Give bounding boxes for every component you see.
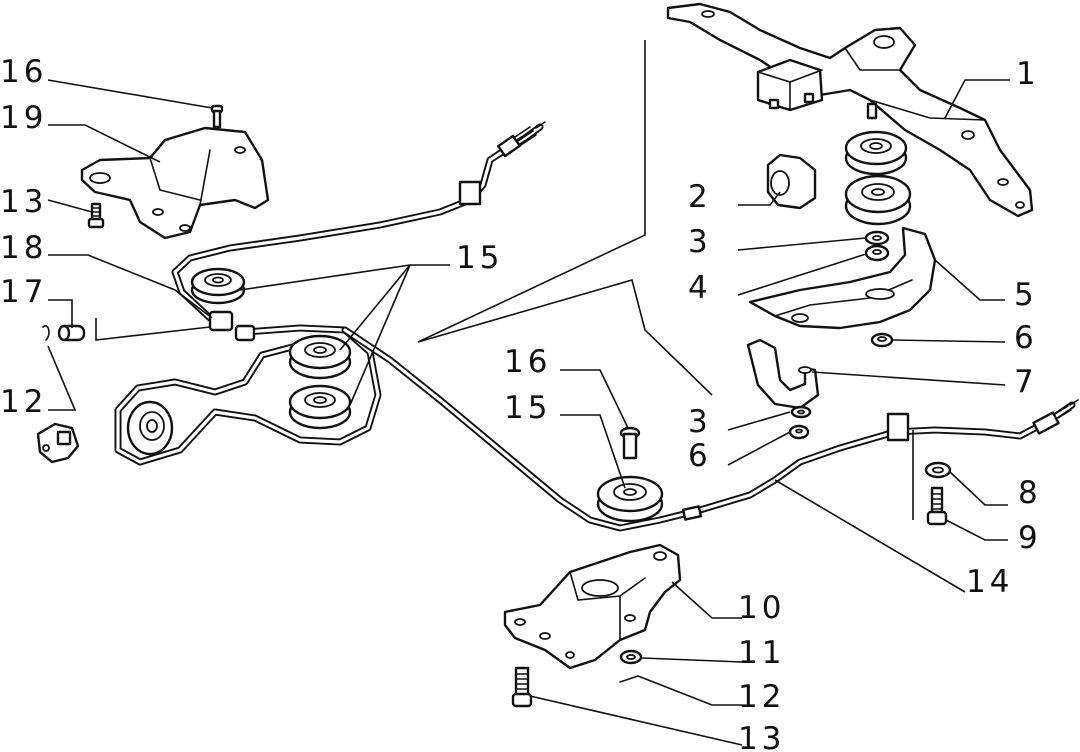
pulley-far-left	[126, 400, 174, 456]
label-15-top: 15	[456, 240, 503, 276]
pulley-right-lower	[844, 174, 912, 226]
pulley-center-upper	[288, 334, 352, 380]
nut-6-bottom	[788, 424, 810, 440]
label-3-bottom: 3	[688, 404, 712, 440]
washer-3-top	[864, 230, 890, 246]
part-number-labels: 16 19 13 18 17 12 15 1 2 3 4 5 6 7 16 15…	[0, 54, 1042, 752]
bolt-13-left	[87, 202, 105, 229]
label-17: 17	[0, 274, 47, 310]
pulley-right-upper	[844, 130, 908, 176]
label-15-center: 15	[504, 390, 551, 426]
label-18: 18	[0, 230, 47, 266]
label-6-bottom: 6	[688, 438, 712, 474]
washer-8	[924, 461, 952, 479]
bushing-2	[766, 153, 817, 210]
pulley-top-left	[190, 267, 246, 305]
pin-17	[57, 324, 86, 342]
bracket-1	[666, 2, 1034, 218]
label-13-left: 13	[0, 184, 47, 220]
cables	[114, 121, 1079, 532]
pulley-center-lower	[288, 384, 352, 430]
nut-6-top	[870, 332, 894, 348]
bolt-13-bottom	[511, 666, 533, 708]
clamp-block-left	[36, 422, 80, 464]
clip-12-bottom	[619, 675, 639, 683]
label-6-top: 6	[1014, 320, 1038, 356]
label-13-bottom: 13	[738, 721, 785, 752]
label-3-top: 3	[688, 224, 712, 260]
label-1: 1	[1016, 56, 1040, 92]
leader-lines	[47, 40, 1010, 746]
label-10: 10	[738, 590, 785, 626]
nut-4	[864, 244, 890, 262]
label-12-left: 12	[0, 384, 47, 420]
pin-16-center	[619, 426, 641, 460]
label-4: 4	[688, 270, 712, 306]
label-19: 19	[0, 100, 47, 136]
label-8: 8	[1018, 475, 1042, 511]
bolt-9	[926, 486, 948, 526]
clip-12-left	[42, 325, 50, 341]
label-9: 9	[1018, 520, 1042, 556]
label-2: 2	[688, 179, 712, 215]
label-7: 7	[1014, 364, 1038, 400]
label-11: 11	[738, 635, 785, 671]
label-14: 14	[966, 564, 1013, 600]
label-16-center: 16	[504, 344, 551, 380]
label-16-top-left: 16	[0, 54, 47, 90]
bracket-19	[80, 126, 270, 240]
pulley-bottom-center	[596, 475, 664, 523]
label-5: 5	[1014, 277, 1038, 313]
label-12-bottom: 12	[738, 679, 785, 715]
pin-16-top	[210, 104, 224, 129]
plate-5	[748, 226, 937, 330]
washer-11	[619, 649, 643, 665]
washer-3-bottom	[790, 405, 812, 419]
clamp-7	[746, 338, 820, 410]
bracket-10	[503, 543, 682, 670]
